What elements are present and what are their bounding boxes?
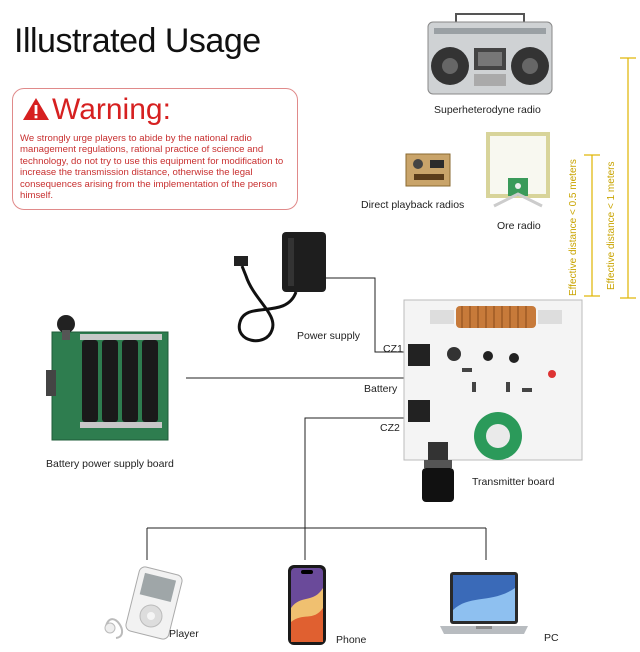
- warning-box: [12, 88, 298, 210]
- phone-icon: [288, 565, 326, 645]
- power-supply-label: Power supply: [297, 330, 361, 342]
- transmitter-board-icon: [403, 299, 583, 502]
- phone-label: Phone: [336, 634, 367, 646]
- ore-radio-icon: [486, 132, 550, 208]
- cz2-label: CZ2: [380, 422, 400, 434]
- warning-icon: [23, 98, 49, 120]
- ore-radio-label: Ore radio: [497, 220, 541, 232]
- superheterodyne-label: Superheterodyne radio: [434, 104, 541, 116]
- warning-text: We strongly urge players to abide by the…: [20, 133, 284, 202]
- distance-short-label: Effective distance < 0.5 meters: [568, 159, 579, 296]
- page-title: Illustrated Usage: [14, 22, 261, 60]
- distance-long-label: Effective distance < 1 meters: [606, 161, 617, 291]
- battery-board-icon: [46, 315, 169, 441]
- audio-wire: [304, 417, 408, 528]
- laptop-icon: [440, 572, 528, 634]
- boombox-icon: [427, 13, 553, 95]
- direct-playback-label: Direct playback radios: [361, 199, 465, 211]
- transmitter-label: Transmitter board: [472, 476, 555, 488]
- warning-heading: Warning:: [52, 93, 171, 126]
- pcb-radio-icon: [405, 153, 451, 187]
- cz1-label: CZ1: [383, 343, 403, 355]
- power-wire: [318, 277, 408, 353]
- power-adapter-icon: [234, 232, 326, 343]
- pc-label: PC: [544, 632, 559, 644]
- battery-board-label: Battery power supply board: [46, 458, 174, 470]
- battery-label: Battery: [364, 383, 398, 395]
- player-icon: [104, 566, 183, 640]
- player-label: Player: [169, 628, 199, 640]
